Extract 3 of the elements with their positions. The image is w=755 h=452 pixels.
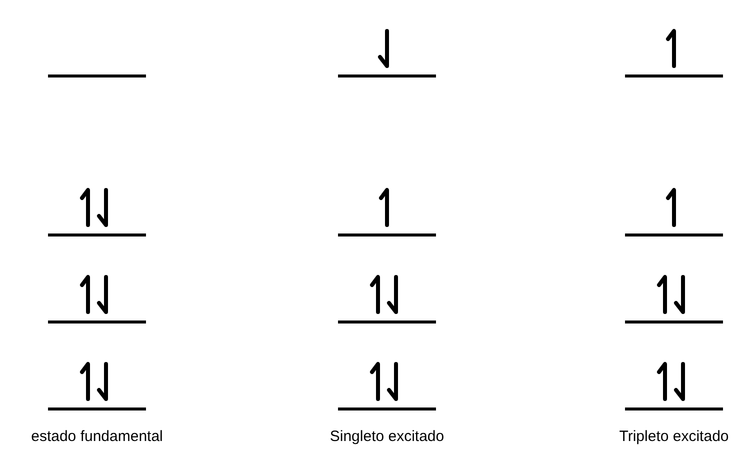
- state-caption: Tripleto excitado: [619, 428, 729, 445]
- state-caption: estado fundamental: [31, 428, 163, 445]
- state-caption: Singleto excitado: [330, 428, 444, 445]
